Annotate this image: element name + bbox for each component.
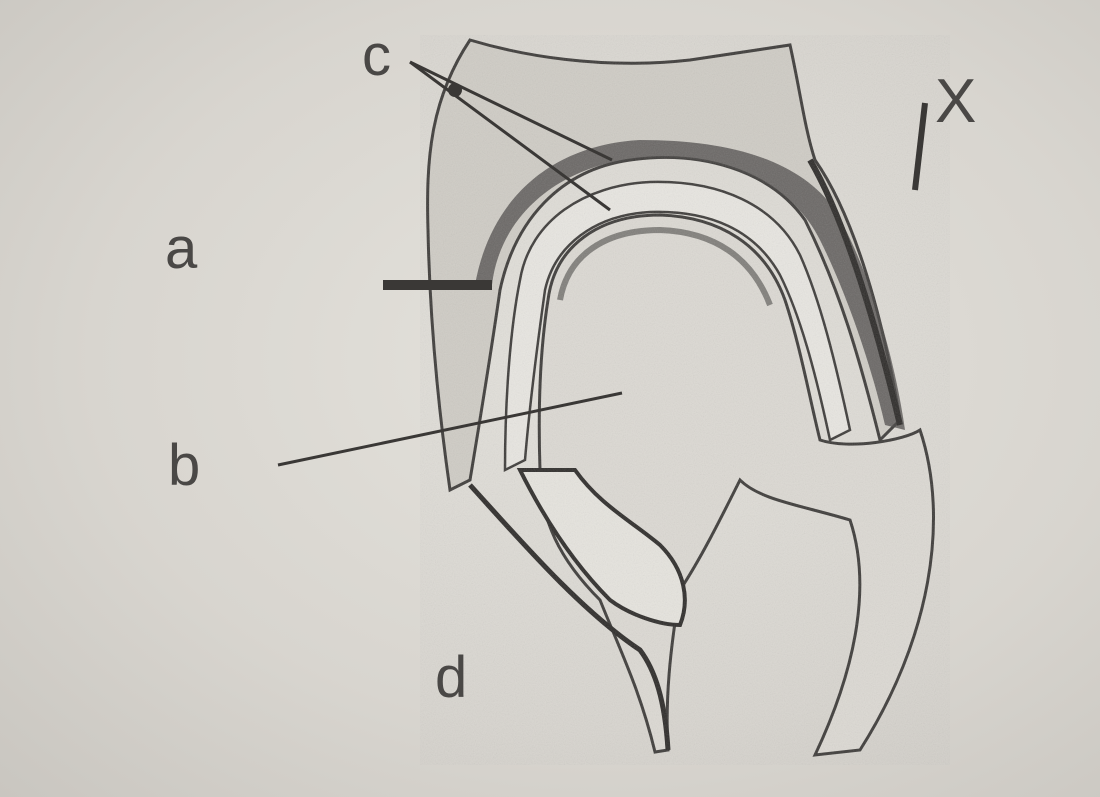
label-x: X [935, 67, 976, 136]
label-b: b [168, 433, 200, 498]
pointer-line-c-2 [409, 60, 611, 212]
x-mark-stroke [912, 102, 928, 191]
pointer-line-b [277, 391, 623, 467]
pointer-line-c-1 [409, 60, 613, 162]
label-c: c [362, 23, 391, 88]
stipple-texture [420, 35, 950, 765]
label-d: d [435, 645, 467, 710]
label-a: a [165, 216, 198, 281]
pointer-c-junction [448, 83, 462, 97]
